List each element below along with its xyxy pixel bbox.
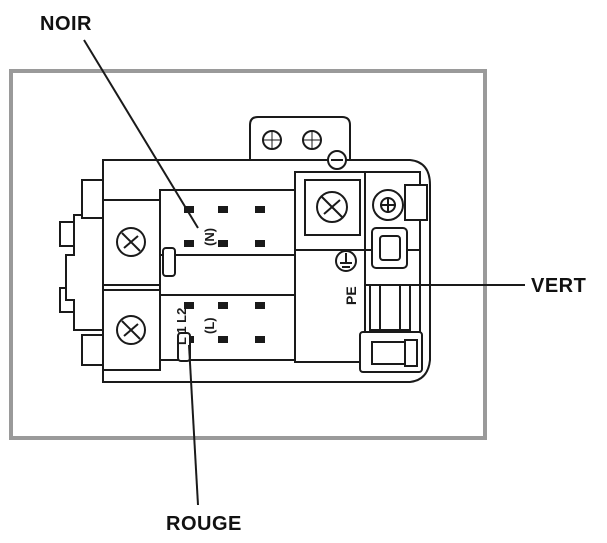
right-screw-upper [304,150,361,236]
left-side-clips [59,179,104,366]
earth-symbol-icon [335,250,357,272]
leader-line-rouge [188,344,199,506]
callout-noir: NOIR [40,13,92,35]
terminal-line-numbers: L 1 L2 [174,308,189,345]
terminal-mark-pe: PE [343,286,359,305]
inner-connector-tabs [162,247,191,362]
left-clamp-lower [102,289,161,371]
left-clamp-upper [102,199,161,286]
mounting-tab [249,116,351,161]
pe-terminal-clip [359,227,423,373]
leader-line-noir [83,39,199,229]
callout-vert: VERT [531,275,587,297]
terminal-slots-n [184,206,265,247]
terminal-mark-l: (L) [202,317,217,334]
callout-rouge: ROUGE [166,513,242,535]
terminal-mark-n: (N) [202,228,217,246]
enclosure-frame [9,69,487,440]
right-screw-ground [372,189,404,221]
